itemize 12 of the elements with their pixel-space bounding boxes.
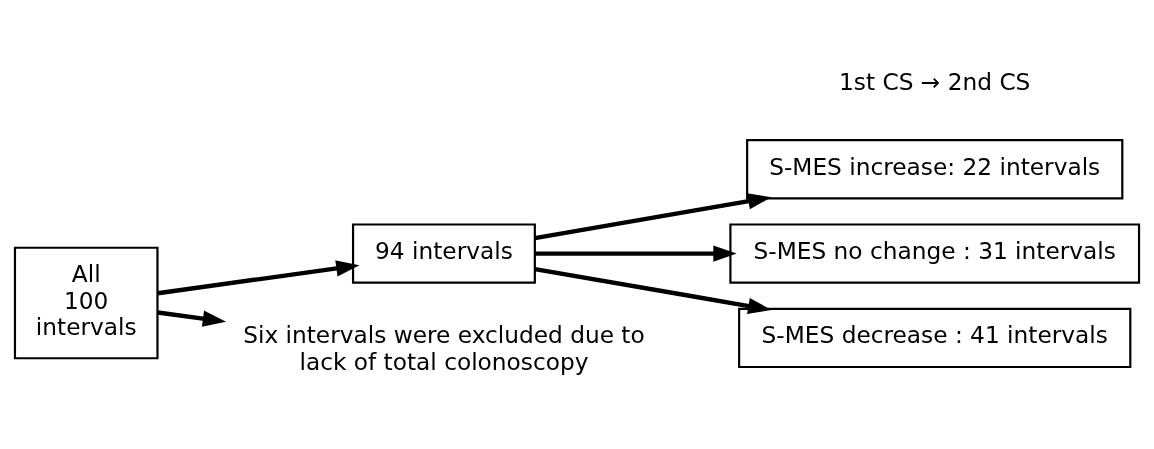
arrow bbox=[157, 310, 227, 327]
node-text: Six intervals were excluded due to lack of total colonoscopy bbox=[243, 321, 645, 375]
node-box: S-MES no change : 31 intervals bbox=[729, 223, 1141, 284]
label: 1st CS → 2nd CS bbox=[839, 68, 1031, 96]
node-box: S-MES increase: 22 intervals bbox=[746, 139, 1124, 200]
arrow bbox=[534, 193, 772, 241]
node-box: S-MES decrease : 41 intervals bbox=[738, 307, 1132, 369]
arrow bbox=[534, 266, 772, 314]
node-box: 94 intervals bbox=[351, 223, 536, 284]
node-box: All 100 intervals bbox=[13, 246, 159, 360]
arrow bbox=[157, 260, 360, 296]
arrow bbox=[534, 245, 737, 262]
